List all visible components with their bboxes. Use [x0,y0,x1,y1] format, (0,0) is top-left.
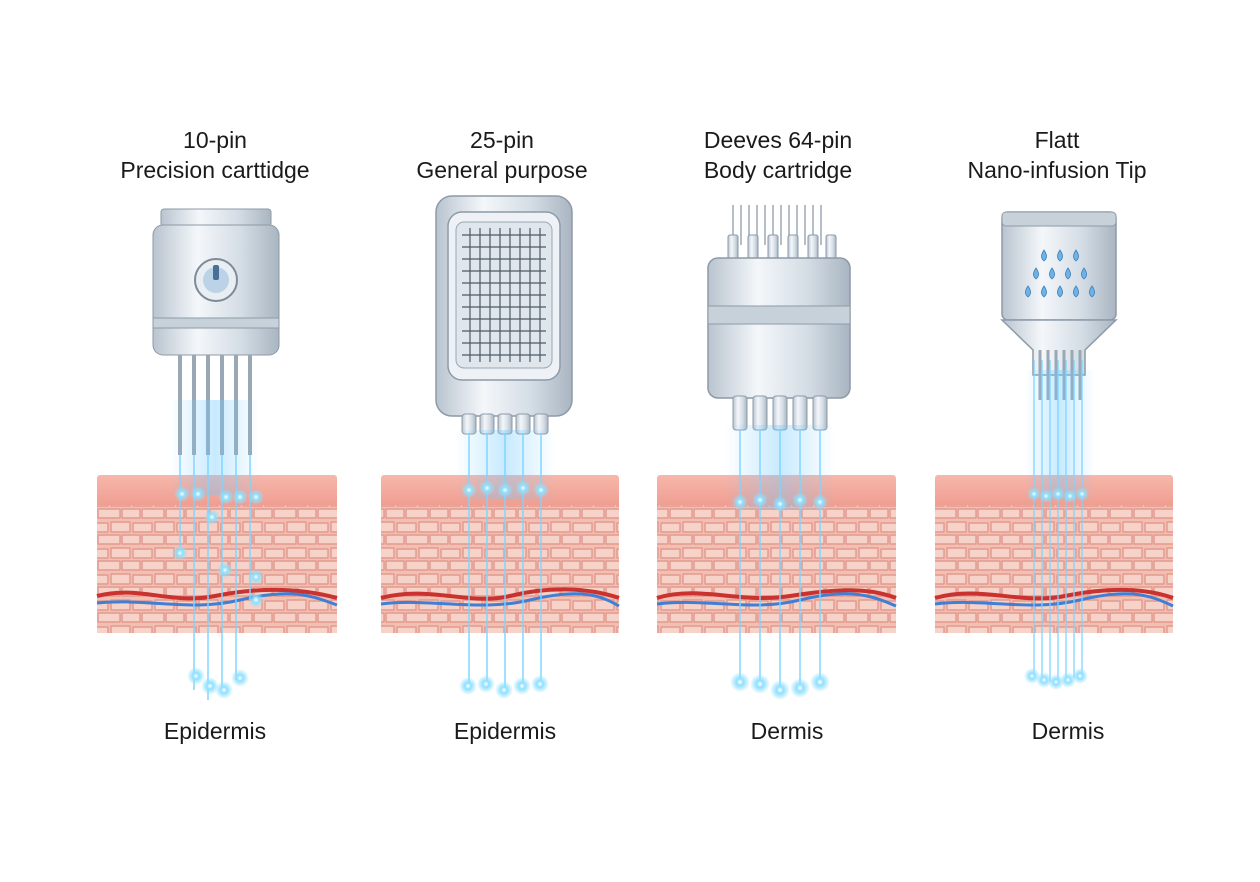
panel-1 [96,208,338,700]
panel-4 [934,211,1174,690]
panel-2 [380,195,620,699]
panel-1-cartridge [152,208,280,455]
panel-1-title: 10-pin Precision carttidge [65,125,365,185]
panel-4-title: Flatt Nano-infusion Tip [907,125,1207,185]
panel-3-cartridge [707,205,851,431]
panel-3 [656,205,897,700]
panel-2-depth-label: Epidermis [453,718,557,744]
panel-3-depth-label: Dermis [750,718,824,744]
panel-3-title-line2: Body cartridge [703,157,853,183]
panel-4-title-line1: Flatt [1034,127,1080,153]
panel-3-title: Deeves 64-pin Body cartridge [628,125,928,185]
panel-4-title-line2: Nano-infusion Tip [967,157,1147,183]
panel-2-title-line2: General purpose [416,157,588,183]
panel-1-title-line2: Precision carttidge [120,157,310,183]
panel-1-depth-label: Epidermis [163,718,267,744]
panel-2-skin-block [380,475,620,633]
panel-4-depth-label: Dermis [1031,718,1105,744]
panel-3-energy-beams [725,425,835,700]
panel-2-energy-beams [455,430,555,699]
panel-3-title-line1: Deeves 64-pin [703,127,853,153]
panel-2-cartridge [435,195,573,435]
panel-1-title-line1: 10-pin [183,127,247,153]
panel-1-energy-beams [170,400,264,700]
panel-4-energy-beams [1024,360,1095,690]
panel-2-title: 25-pin General purpose [352,125,652,185]
droplet-icons [1025,249,1095,298]
panel-2-title-line1: 25-pin [470,127,534,153]
panel-1-skin-block [96,475,338,633]
